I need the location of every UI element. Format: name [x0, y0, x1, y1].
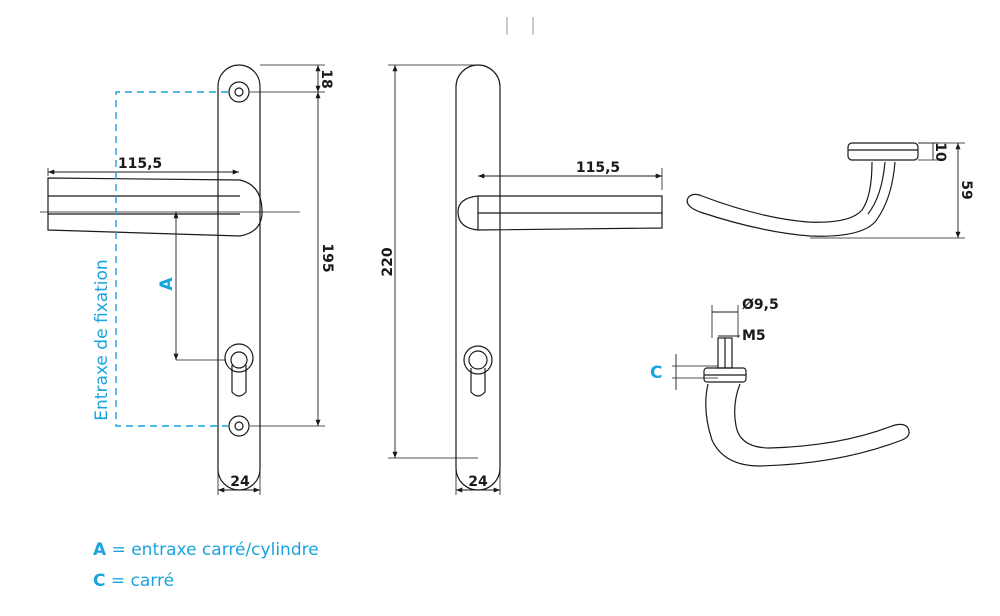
front-width: 24 [230, 474, 250, 490]
top-lever-profile [686, 142, 965, 239]
front-screw-hole-bottom [228, 415, 250, 437]
legend-line-c: C = carré [93, 571, 174, 591]
top-lever-total-height: 59 [958, 180, 974, 199]
front-view [40, 64, 325, 495]
legend-key-a: A [93, 540, 107, 560]
front-lever [47, 177, 263, 237]
legend-line-a: A = entraxe carré/cylindre [93, 540, 319, 560]
fixing-center-label: Entraxe de fixation [92, 259, 112, 420]
side-backplate [455, 64, 501, 491]
bottom-lever-profile [672, 305, 910, 467]
side-lever-length: 115,5 [576, 160, 620, 176]
legend-text-a: = entraxe carré/cylindre [106, 540, 319, 560]
top-mark [506, 17, 534, 35]
front-top-offset: 18 [318, 69, 334, 88]
a-marker: A [157, 277, 177, 291]
front-keyhole [224, 343, 254, 373]
side-width: 24 [468, 474, 488, 490]
fixing-center-marker [115, 91, 228, 427]
front-lever-length: 115,5 [118, 156, 162, 172]
side-view [388, 64, 663, 495]
bottom-lever-diameter: Ø9,5 [742, 297, 779, 313]
c-marker: C [650, 363, 662, 383]
bottom-lever-thread: M5 [742, 328, 766, 344]
legend-key-c: C [93, 571, 106, 591]
legend-text-c: = carré [105, 571, 175, 591]
front-screw-hole-top [228, 81, 250, 103]
front-height: 195 [319, 243, 335, 272]
top-lever-rose-height: 10 [932, 142, 948, 162]
side-height: 220 [380, 247, 396, 276]
